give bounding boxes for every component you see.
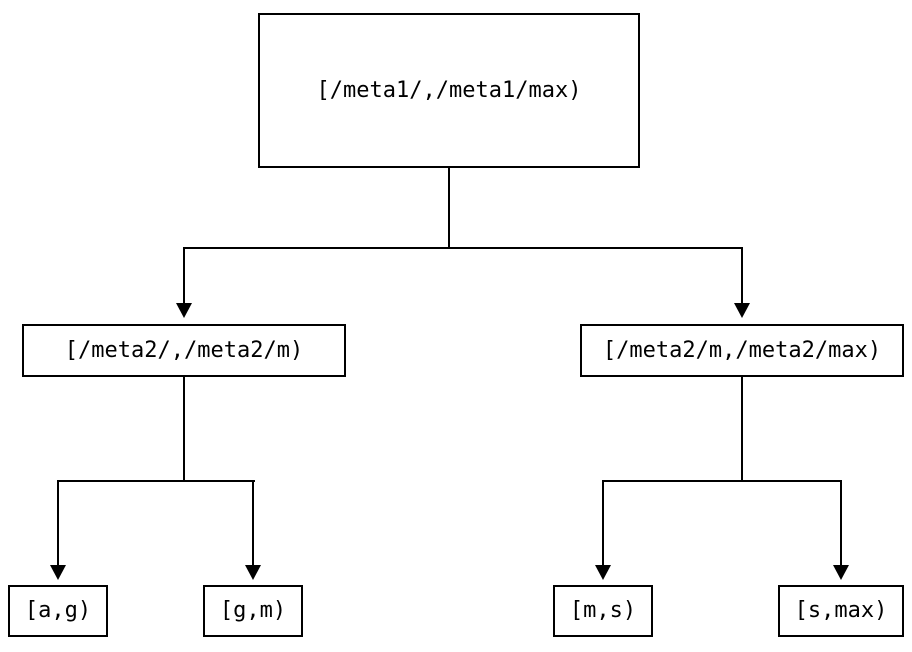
node-leaf-g-m: [g,m) [203, 585, 303, 637]
edge-root-trunk [448, 168, 450, 249]
node-meta2-low-range: [/meta2/,/meta2/m) [22, 324, 346, 377]
arrow-down-icon [176, 303, 192, 318]
edge-root-to-meta2-high [741, 247, 743, 304]
edge-meta2-high-to-s-max [840, 480, 842, 565]
edge-meta2-low-to-a-g [57, 480, 59, 565]
edge-meta2-low-to-g-m [252, 480, 254, 565]
node-leaf-m-s: [m,s) [553, 585, 653, 637]
arrow-down-icon [595, 565, 611, 580]
edge-meta2-high-crossbar [602, 480, 842, 482]
edge-meta2-high-to-m-s [602, 480, 604, 565]
edge-meta2-low-crossbar [57, 480, 255, 482]
arrow-down-icon [734, 303, 750, 318]
node-leaf-a-g: [a,g) [8, 585, 108, 637]
arrow-down-icon [245, 565, 261, 580]
arrow-down-icon [50, 565, 66, 580]
node-meta2-high-range: [/meta2/m,/meta2/max) [580, 324, 904, 377]
node-leaf-s-max: [s,max) [778, 585, 904, 637]
edge-meta2-high-trunk [741, 377, 743, 482]
edge-root-crossbar [183, 247, 743, 249]
arrow-down-icon [833, 565, 849, 580]
node-root-range: [/meta1/,/meta1/max) [258, 13, 640, 168]
edge-meta2-low-trunk [183, 377, 185, 482]
edge-root-to-meta2-low [183, 247, 185, 304]
